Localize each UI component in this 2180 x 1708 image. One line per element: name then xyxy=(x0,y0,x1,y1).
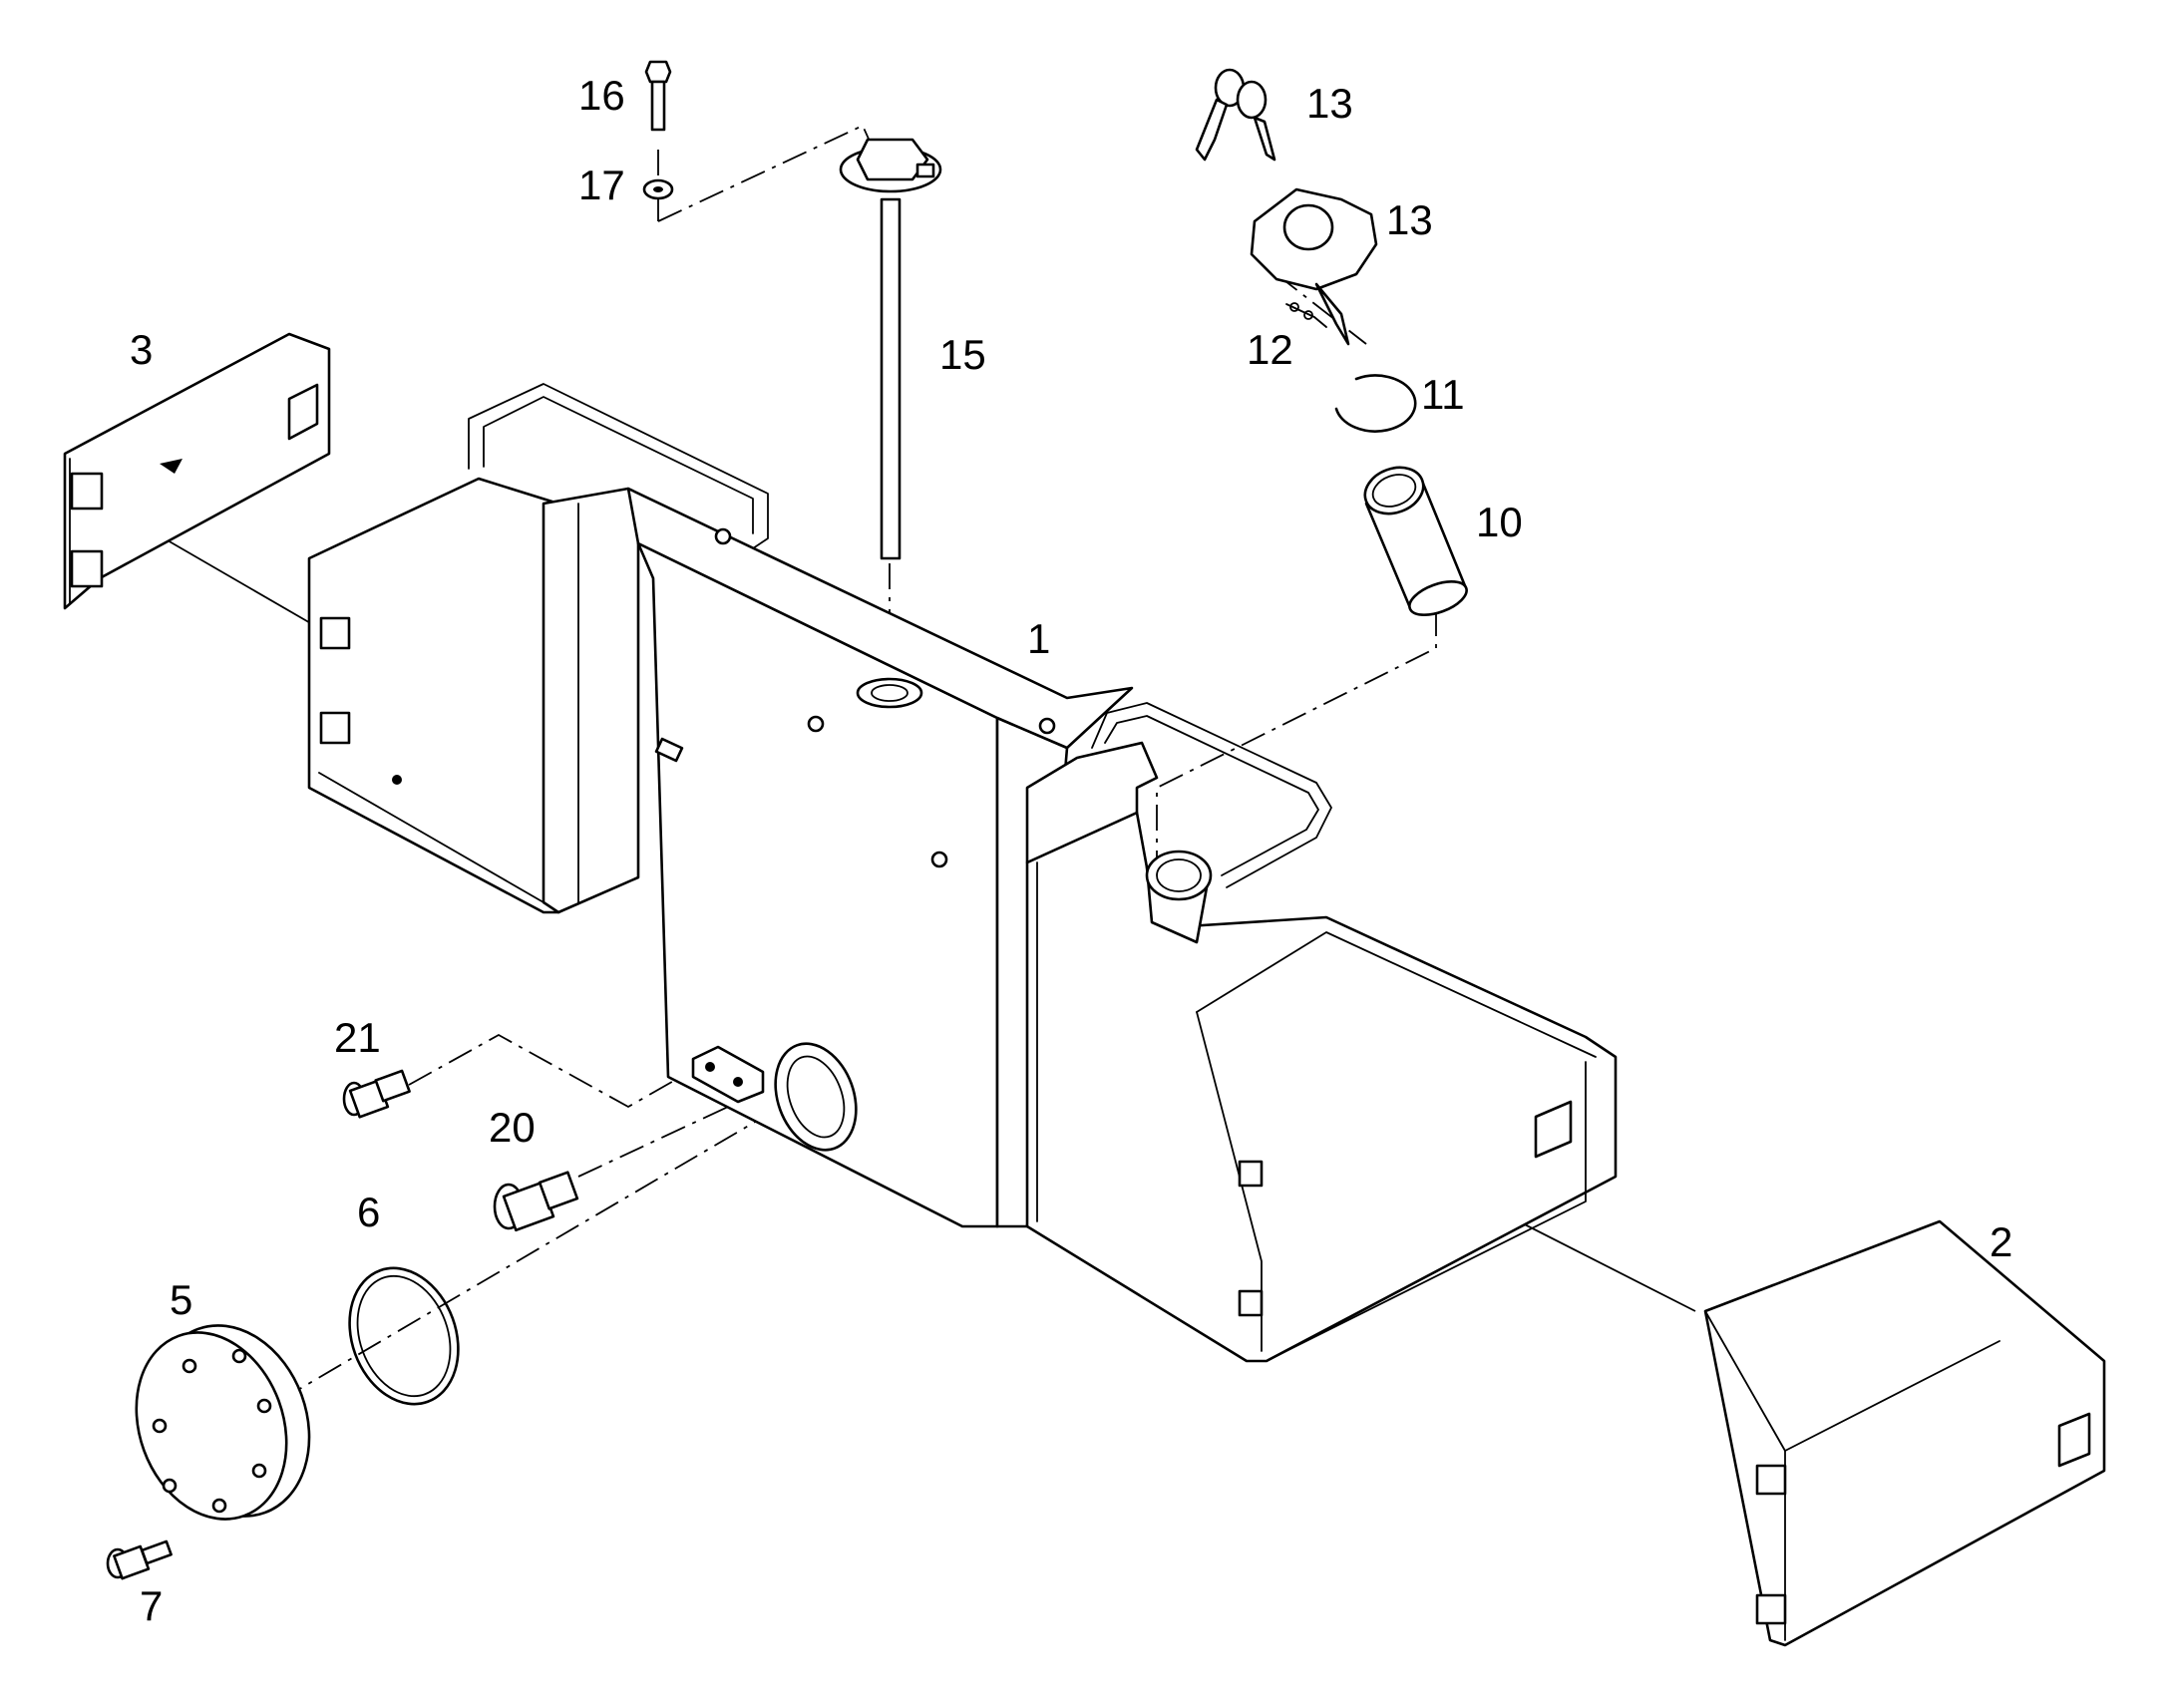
fitting-20 xyxy=(493,1171,579,1232)
cover-plate xyxy=(135,1324,311,1521)
screw xyxy=(106,1539,173,1580)
callout-10: 10 xyxy=(1476,499,1523,545)
assembly-leader-lines xyxy=(129,124,1696,1402)
retaining-chain xyxy=(1285,302,1327,328)
callout-21: 21 xyxy=(334,1014,381,1061)
bolt-and-washer xyxy=(642,60,674,200)
callout-12: 12 xyxy=(1247,326,1293,373)
callout-13-keys: 13 xyxy=(1306,80,1353,127)
circlip-ring xyxy=(1334,374,1417,433)
callout-11: 11 xyxy=(1421,371,1465,418)
gasket-ring xyxy=(348,1266,460,1406)
callout-labels: 1 2 3 5 6 7 10 11 12 13 13 15 16 17 20 2… xyxy=(130,72,2012,1629)
filler-neck-tube xyxy=(1363,466,1468,616)
callout-1: 1 xyxy=(1027,615,1050,662)
keys xyxy=(1195,68,1276,162)
callout-13-cap: 13 xyxy=(1386,196,1433,243)
callout-7: 7 xyxy=(140,1582,163,1629)
side-cover-right xyxy=(1703,1219,2106,1647)
callout-5: 5 xyxy=(170,1276,192,1323)
callout-17: 17 xyxy=(578,162,625,208)
callout-6: 6 xyxy=(357,1189,380,1235)
callout-3: 3 xyxy=(130,326,153,373)
side-cover-left xyxy=(63,332,331,610)
fuel-level-sender xyxy=(839,138,942,560)
filler-cap xyxy=(1250,187,1378,346)
callout-16: 16 xyxy=(578,72,625,119)
callout-20: 20 xyxy=(489,1104,536,1151)
callout-2: 2 xyxy=(1990,1218,2012,1265)
fitting-21 xyxy=(342,1069,411,1119)
callout-15: 15 xyxy=(939,331,986,378)
fuel-tank xyxy=(307,383,1618,1363)
